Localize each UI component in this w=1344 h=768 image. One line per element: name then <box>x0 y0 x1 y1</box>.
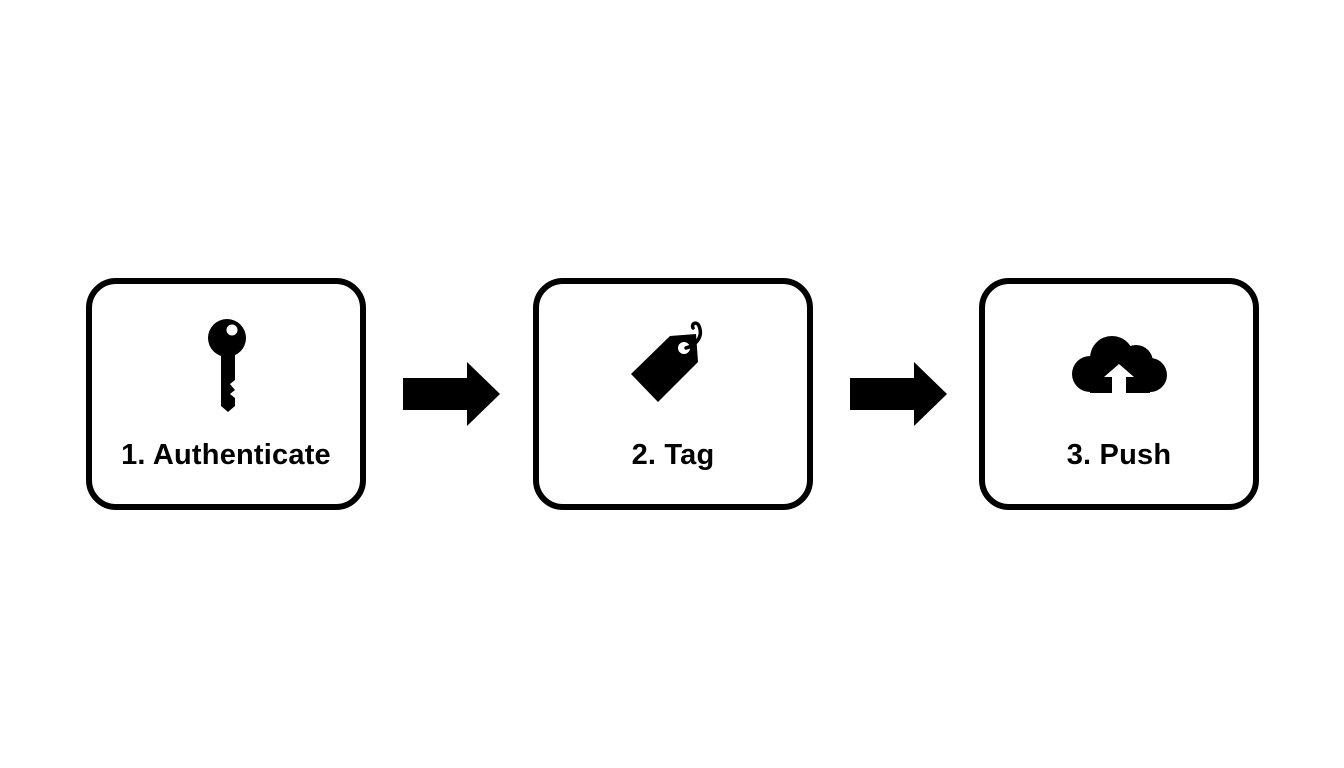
tag-icon <box>631 321 702 402</box>
arrow-right-icon <box>403 362 500 426</box>
step-label: 1. Authenticate <box>121 439 331 471</box>
step-authenticate: 1. Authenticate <box>86 278 366 510</box>
step-label: 3. Push <box>1066 439 1172 471</box>
step-push: 3. Push <box>979 278 1259 510</box>
key-icon <box>208 319 246 412</box>
step-tag: 2. Tag <box>533 278 813 510</box>
cloud-upload-icon <box>1072 336 1167 393</box>
step-label: 2. Tag <box>631 439 715 471</box>
arrow-right-icon <box>850 362 947 426</box>
